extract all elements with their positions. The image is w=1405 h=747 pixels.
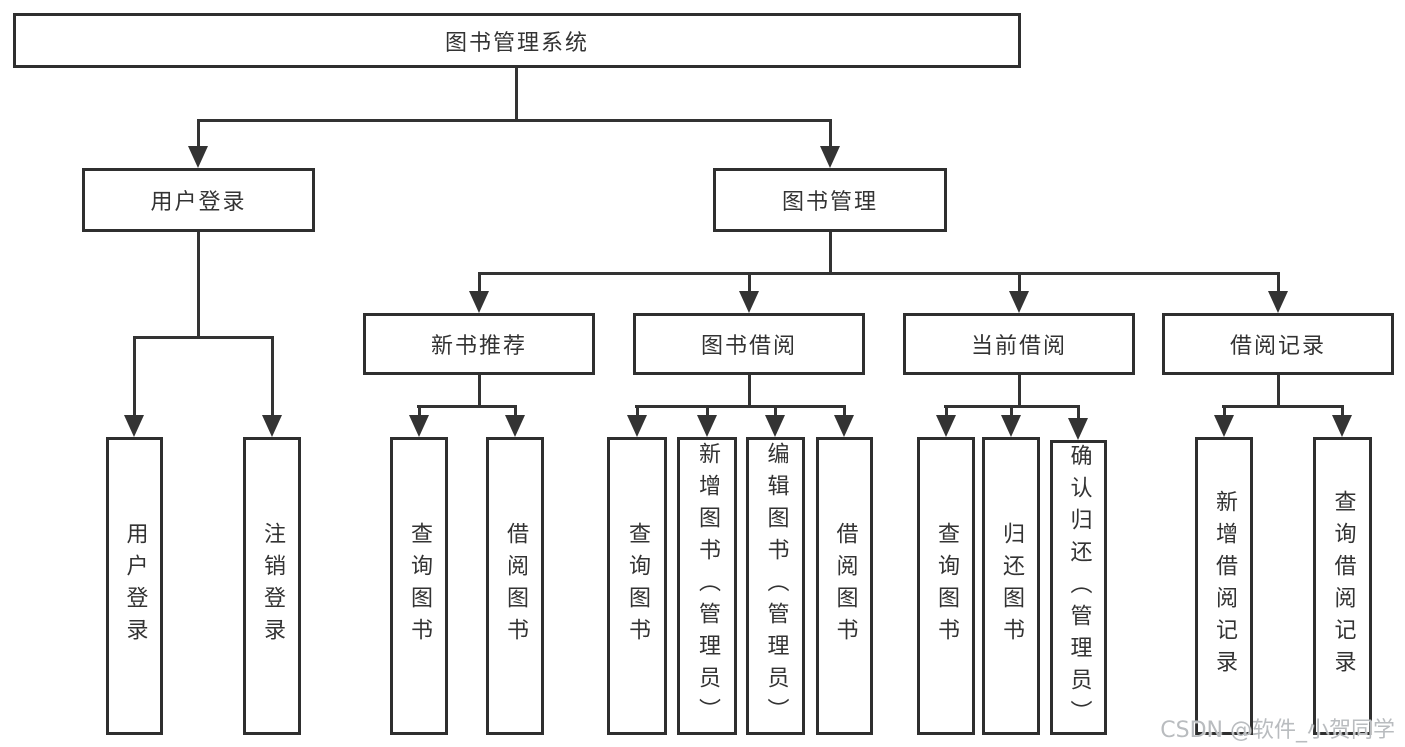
arrowhead-icon [834, 415, 854, 437]
connector-line [1222, 405, 1226, 417]
connector-line [1276, 272, 1280, 293]
connector-line [944, 405, 948, 417]
node-label: 借阅记录 [1229, 334, 1326, 359]
node-label: 新书推荐 [430, 334, 527, 359]
leaf-query-book: 查询图书 [917, 437, 975, 735]
connector-line [747, 375, 751, 408]
connector-line [773, 405, 777, 417]
node-label: 图书管理 [781, 190, 878, 215]
connector-line [1017, 272, 1021, 293]
leaf-logout: 注销登录 [243, 437, 301, 735]
leaf-query-borrow-record: 查询借阅记录 [1313, 437, 1372, 735]
leaf-label: 查询图书 [934, 522, 959, 650]
arrowhead-icon [765, 415, 785, 437]
node-library-management-system: 图书管理系统 [13, 13, 1021, 68]
connector-line [705, 405, 709, 417]
connector-line [635, 405, 846, 408]
leaf-label: 新增借阅记录 [1212, 490, 1237, 682]
connector-line [828, 119, 832, 148]
arrowhead-icon [1001, 415, 1021, 437]
node-label: 图书管理系统 [444, 30, 589, 56]
leaf-add-book-admin: 新增图书（管理员） [677, 437, 737, 735]
node-label: 图书借阅 [700, 334, 797, 359]
arrowhead-icon [936, 415, 956, 437]
leaf-label: 确认归还（管理员） [1066, 443, 1092, 732]
node-label: 当前借阅 [970, 334, 1067, 359]
node-label: 用户登录 [150, 190, 247, 215]
leaf-borrow-book: 借阅图书 [816, 437, 873, 735]
leaf-edit-book-admin: 编辑图书（管理员） [746, 437, 805, 735]
connector-line [270, 336, 274, 417]
leaf-label: 编辑图书（管理员） [763, 442, 789, 730]
leaf-add-borrow-record: 新增借阅记录 [1195, 437, 1253, 735]
connector-line [197, 119, 832, 122]
leaf-label: 新增图书（管理员） [695, 442, 720, 730]
arrowhead-icon [1332, 415, 1352, 437]
arrowhead-icon [124, 415, 144, 437]
connector-line [132, 336, 136, 417]
node-book-management: 图书管理 [713, 168, 947, 232]
arrowhead-icon [697, 415, 717, 437]
connector-line [1222, 405, 1344, 408]
leaf-label: 借阅图书 [832, 522, 858, 650]
connector-line [196, 119, 200, 148]
arrowhead-icon [820, 146, 840, 168]
arrowhead-icon [505, 415, 525, 437]
connector-line [133, 336, 274, 339]
node-borrow-records: 借阅记录 [1162, 313, 1394, 375]
leaf-query-book: 查询图书 [607, 437, 667, 735]
connector-line [514, 68, 518, 119]
connector-line [842, 405, 846, 417]
arrowhead-icon [627, 415, 647, 437]
connector-line [477, 272, 481, 293]
leaf-label: 注销登录 [260, 522, 285, 650]
connector-line [1340, 405, 1344, 417]
connector-line [828, 232, 832, 275]
leaf-label: 归还图书 [999, 522, 1024, 650]
arrowhead-icon [188, 146, 208, 168]
leaf-borrow-book: 借阅图书 [486, 437, 544, 735]
node-book-borrow: 图书借阅 [633, 313, 865, 375]
arrowhead-icon [1009, 291, 1029, 313]
connector-line [513, 405, 517, 417]
arrowhead-icon [409, 415, 429, 437]
connector-line [477, 375, 481, 408]
leaf-return-book: 归还图书 [982, 437, 1040, 735]
leaf-label: 用户登录 [122, 522, 148, 650]
leaf-user-login: 用户登录 [106, 437, 163, 735]
csdn-watermark: CSDN @软件_小贺同学 [1160, 718, 1395, 743]
leaf-label: 查询图书 [625, 522, 650, 650]
connector-line [1076, 405, 1080, 420]
connector-line [196, 232, 200, 337]
connector-line [417, 405, 517, 408]
arrowhead-icon [1214, 415, 1234, 437]
leaf-query-book: 查询图书 [390, 437, 448, 735]
leaf-label: 借阅图书 [503, 522, 528, 650]
connector-line [478, 272, 1280, 275]
node-new-book-recommend: 新书推荐 [363, 313, 595, 375]
connector-line [417, 405, 421, 417]
connector-line [635, 405, 639, 417]
connector-line [747, 272, 751, 293]
leaf-confirm-return-admin: 确认归还（管理员） [1050, 440, 1107, 735]
arrowhead-icon [1068, 418, 1088, 440]
node-user-login: 用户登录 [82, 168, 315, 232]
leaf-label: 查询图书 [407, 522, 432, 650]
connector-line [1276, 375, 1280, 408]
node-current-borrow: 当前借阅 [903, 313, 1135, 375]
connector-line [1017, 375, 1021, 408]
leaf-label: 查询借阅记录 [1330, 490, 1356, 682]
arrowhead-icon [1268, 291, 1288, 313]
arrowhead-icon [739, 291, 759, 313]
arrowhead-icon [469, 291, 489, 313]
connector-line [1009, 405, 1013, 417]
arrowhead-icon [262, 415, 282, 437]
